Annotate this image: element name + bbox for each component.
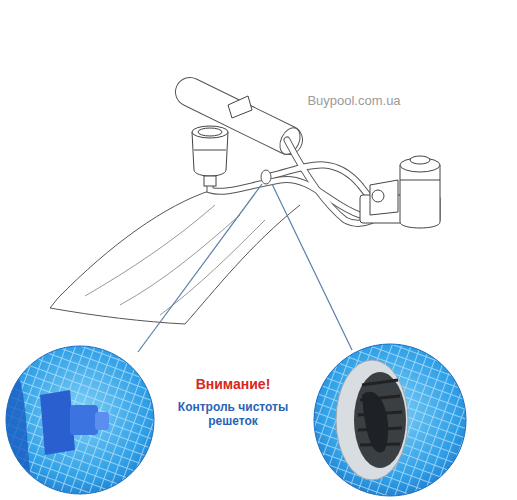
fitting-photo — [0, 340, 160, 500]
hose — [210, 140, 385, 223]
grate-photo — [310, 340, 470, 500]
pool-outline — [50, 190, 300, 324]
filter-pump — [360, 156, 440, 228]
warning-note: Контроль чистоты решеток — [171, 400, 295, 429]
leader-line — [138, 184, 352, 352]
warning-title: Внимание! — [158, 376, 308, 393]
watermark: Buypool.com.ua — [284, 93, 424, 109]
skimmer — [192, 96, 252, 186]
wall-fitting — [261, 170, 271, 184]
